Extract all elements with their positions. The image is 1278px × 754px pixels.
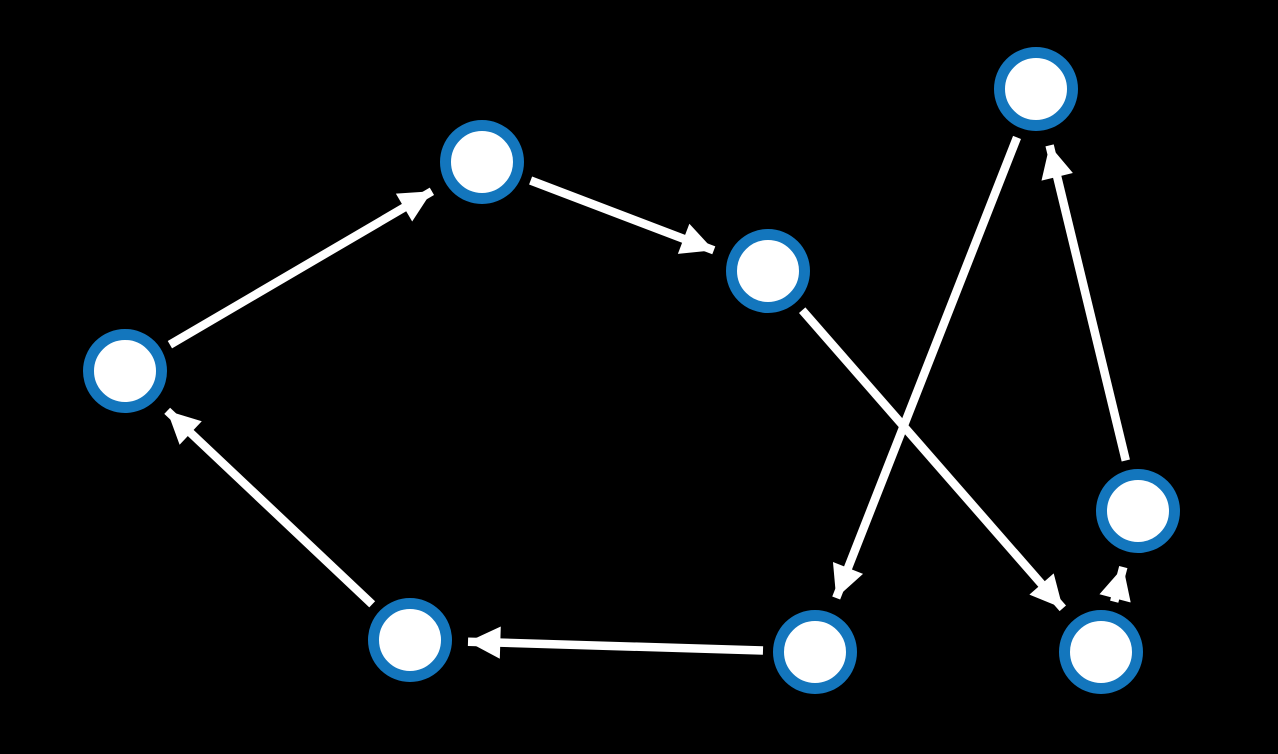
graph-node-top-right[interactable] — [994, 47, 1078, 131]
graph-node-left[interactable] — [83, 329, 167, 413]
graph-node-top-mid-left[interactable] — [440, 120, 524, 204]
graph-edge-node-top-mid-left-to-node-middle — [529, 176, 716, 255]
graph-edge-node-top-right-to-node-bottom-mid-right — [832, 135, 1021, 600]
graph-edge-node-left-to-node-top-mid-left — [167, 187, 435, 349]
graph-edge-node-bottom-right-to-node-right — [1099, 566, 1131, 603]
graph-edge-node-bottom-mid-left-to-node-left — [164, 407, 376, 608]
graph-edge-node-middle-to-node-bottom-right — [799, 307, 1066, 612]
graph-node-bottom-mid-left[interactable] — [368, 598, 452, 682]
graph-node-middle[interactable] — [726, 229, 810, 313]
graph-edge-node-right-to-node-top-right — [1041, 144, 1130, 462]
graph-node-bottom-right[interactable] — [1059, 610, 1143, 694]
graph-node-bottom-mid-right[interactable] — [773, 610, 857, 694]
graph-edge-node-bottom-mid-right-to-node-bottom-mid-left — [467, 626, 764, 659]
graph-node-right[interactable] — [1096, 469, 1180, 553]
